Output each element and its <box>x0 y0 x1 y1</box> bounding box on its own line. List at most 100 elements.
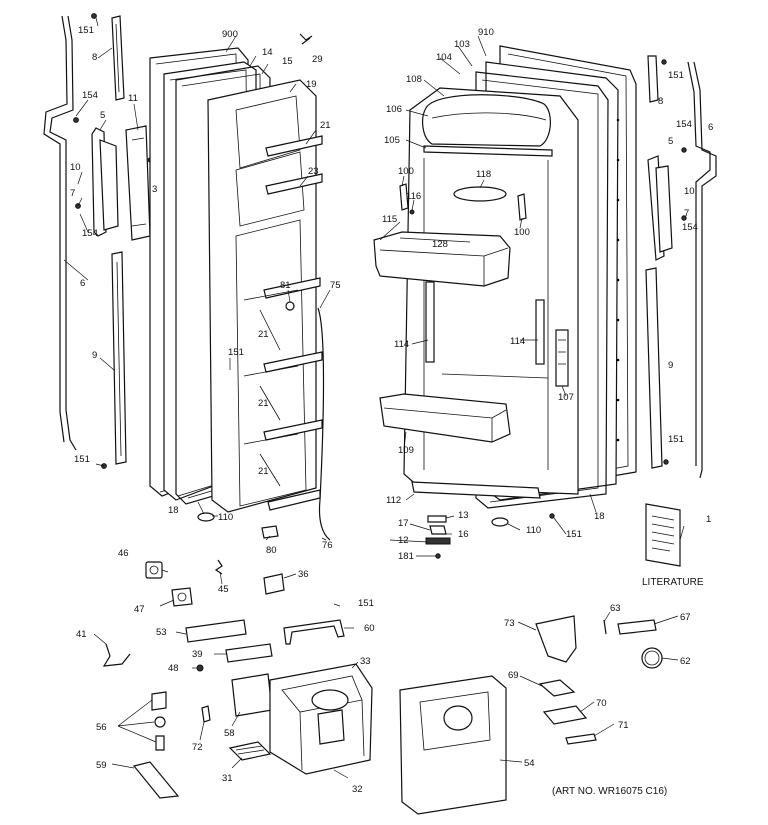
callout-67: 67 <box>680 612 691 623</box>
callout-46: 46 <box>118 548 129 559</box>
callout-29: 29 <box>312 54 323 65</box>
callout-9-a: 9 <box>92 350 97 361</box>
callout-62: 62 <box>680 656 691 667</box>
callout-110-b: 110 <box>526 525 541 536</box>
callout-107: 107 <box>558 392 574 403</box>
callout-118: 118 <box>476 169 491 180</box>
callout-21-d: 21 <box>258 466 269 477</box>
callout-100-a: 100 <box>398 166 414 177</box>
callout-7-a: 7 <box>70 188 75 199</box>
freezer-door-liner <box>207 79 331 541</box>
callout-33: 33 <box>360 656 371 667</box>
callout-58: 58 <box>224 728 235 739</box>
callout-128: 128 <box>432 239 448 250</box>
callout-151-a: 151 <box>78 25 94 36</box>
callout-54: 54 <box>524 758 535 769</box>
dispenser-parts <box>102 33 663 815</box>
callout-8-a: 8 <box>92 52 97 63</box>
callout-36: 36 <box>298 569 309 580</box>
callout-116: 116 <box>406 191 421 202</box>
callout-151-g: 151 <box>358 598 374 609</box>
callout-106: 106 <box>386 104 402 115</box>
callout-900: 900 <box>222 29 238 40</box>
callout-71: 71 <box>618 720 629 731</box>
callout-181: 181 <box>398 551 414 562</box>
callout-81: 81 <box>280 280 291 291</box>
callout-32: 32 <box>352 784 363 795</box>
callout-18-b: 18 <box>594 511 605 522</box>
right-handle-assembly <box>645 55 717 479</box>
callout-16: 16 <box>458 529 469 540</box>
callout-12: 12 <box>398 535 409 546</box>
callout-14: 14 <box>262 47 273 58</box>
art-number-label: (ART NO. WR16075 C16) <box>552 786 667 797</box>
callout-6-a: 6 <box>80 278 85 289</box>
callout-6-b: 6 <box>708 122 713 133</box>
callout-21-a: 21 <box>320 120 331 131</box>
callout-18-a: 18 <box>168 505 179 516</box>
callout-10-a: 10 <box>70 162 81 173</box>
right-door-edge-holes <box>616 118 620 442</box>
callout-112: 112 <box>386 495 401 506</box>
callout-105: 105 <box>384 135 400 146</box>
callout-5-a: 5 <box>100 110 105 121</box>
callout-114-a: 114 <box>394 339 409 350</box>
callout-15: 15 <box>282 56 293 67</box>
callout-109: 109 <box>398 445 414 456</box>
callout-11: 11 <box>128 93 138 104</box>
callout-45: 45 <box>218 584 229 595</box>
callout-1: 1 <box>706 514 711 525</box>
callout-73: 73 <box>504 618 515 629</box>
callout-19: 19 <box>306 79 317 90</box>
callout-76: 76 <box>322 540 333 551</box>
callout-151-b: 151 <box>74 454 90 465</box>
left-handle-assembly <box>43 13 153 469</box>
callout-labels: 151 8 154 11 5 10 3 7 154 6 9 151 900 14… <box>70 25 713 797</box>
callout-80: 80 <box>266 545 277 556</box>
callout-8-b: 8 <box>658 96 663 107</box>
callout-154-c: 154 <box>676 119 692 130</box>
callout-75: 75 <box>330 280 341 291</box>
leader-lines <box>63 17 685 779</box>
callout-17: 17 <box>398 518 409 529</box>
callout-21-b: 21 <box>258 329 269 340</box>
door-hinge-hardware <box>197 512 555 559</box>
callout-9-b: 9 <box>668 360 673 371</box>
callout-910: 910 <box>478 27 494 38</box>
callout-108: 108 <box>406 74 422 85</box>
callout-5-b: 5 <box>668 136 673 147</box>
callout-59: 59 <box>96 760 107 771</box>
callout-110-a: 110 <box>218 512 233 523</box>
callout-21-c: 21 <box>258 398 269 409</box>
callout-154-d: 154 <box>682 222 698 233</box>
callout-154-a: 154 <box>82 90 98 101</box>
callout-104: 104 <box>436 52 452 63</box>
callout-103: 103 <box>454 39 470 50</box>
callout-56: 56 <box>96 722 107 733</box>
callout-48: 48 <box>168 663 179 674</box>
literature-label: LITERATURE <box>642 577 704 588</box>
callout-39: 39 <box>192 649 203 660</box>
callout-69: 69 <box>508 670 519 681</box>
callout-70: 70 <box>596 698 607 709</box>
callout-100-b: 100 <box>514 227 530 238</box>
callout-41: 41 <box>76 629 87 640</box>
callout-31: 31 <box>222 773 233 784</box>
callout-151-e: 151 <box>668 70 684 81</box>
callout-115: 115 <box>382 214 397 225</box>
callout-151-d: 151 <box>566 529 582 540</box>
fresh-food-door-liner <box>373 87 579 499</box>
callout-47: 47 <box>134 604 145 615</box>
callout-13: 13 <box>458 510 469 521</box>
callout-151-f: 151 <box>668 434 684 445</box>
callout-60: 60 <box>364 623 375 634</box>
callout-154-b: 154 <box>82 228 98 239</box>
callout-23: 23 <box>308 166 319 177</box>
callout-53: 53 <box>156 627 167 638</box>
callout-72: 72 <box>192 742 203 753</box>
callout-114-b: 114 <box>510 336 525 347</box>
callout-10-b: 10 <box>684 186 695 197</box>
callout-151-c: 151 <box>228 347 244 358</box>
callout-3: 3 <box>152 184 157 195</box>
